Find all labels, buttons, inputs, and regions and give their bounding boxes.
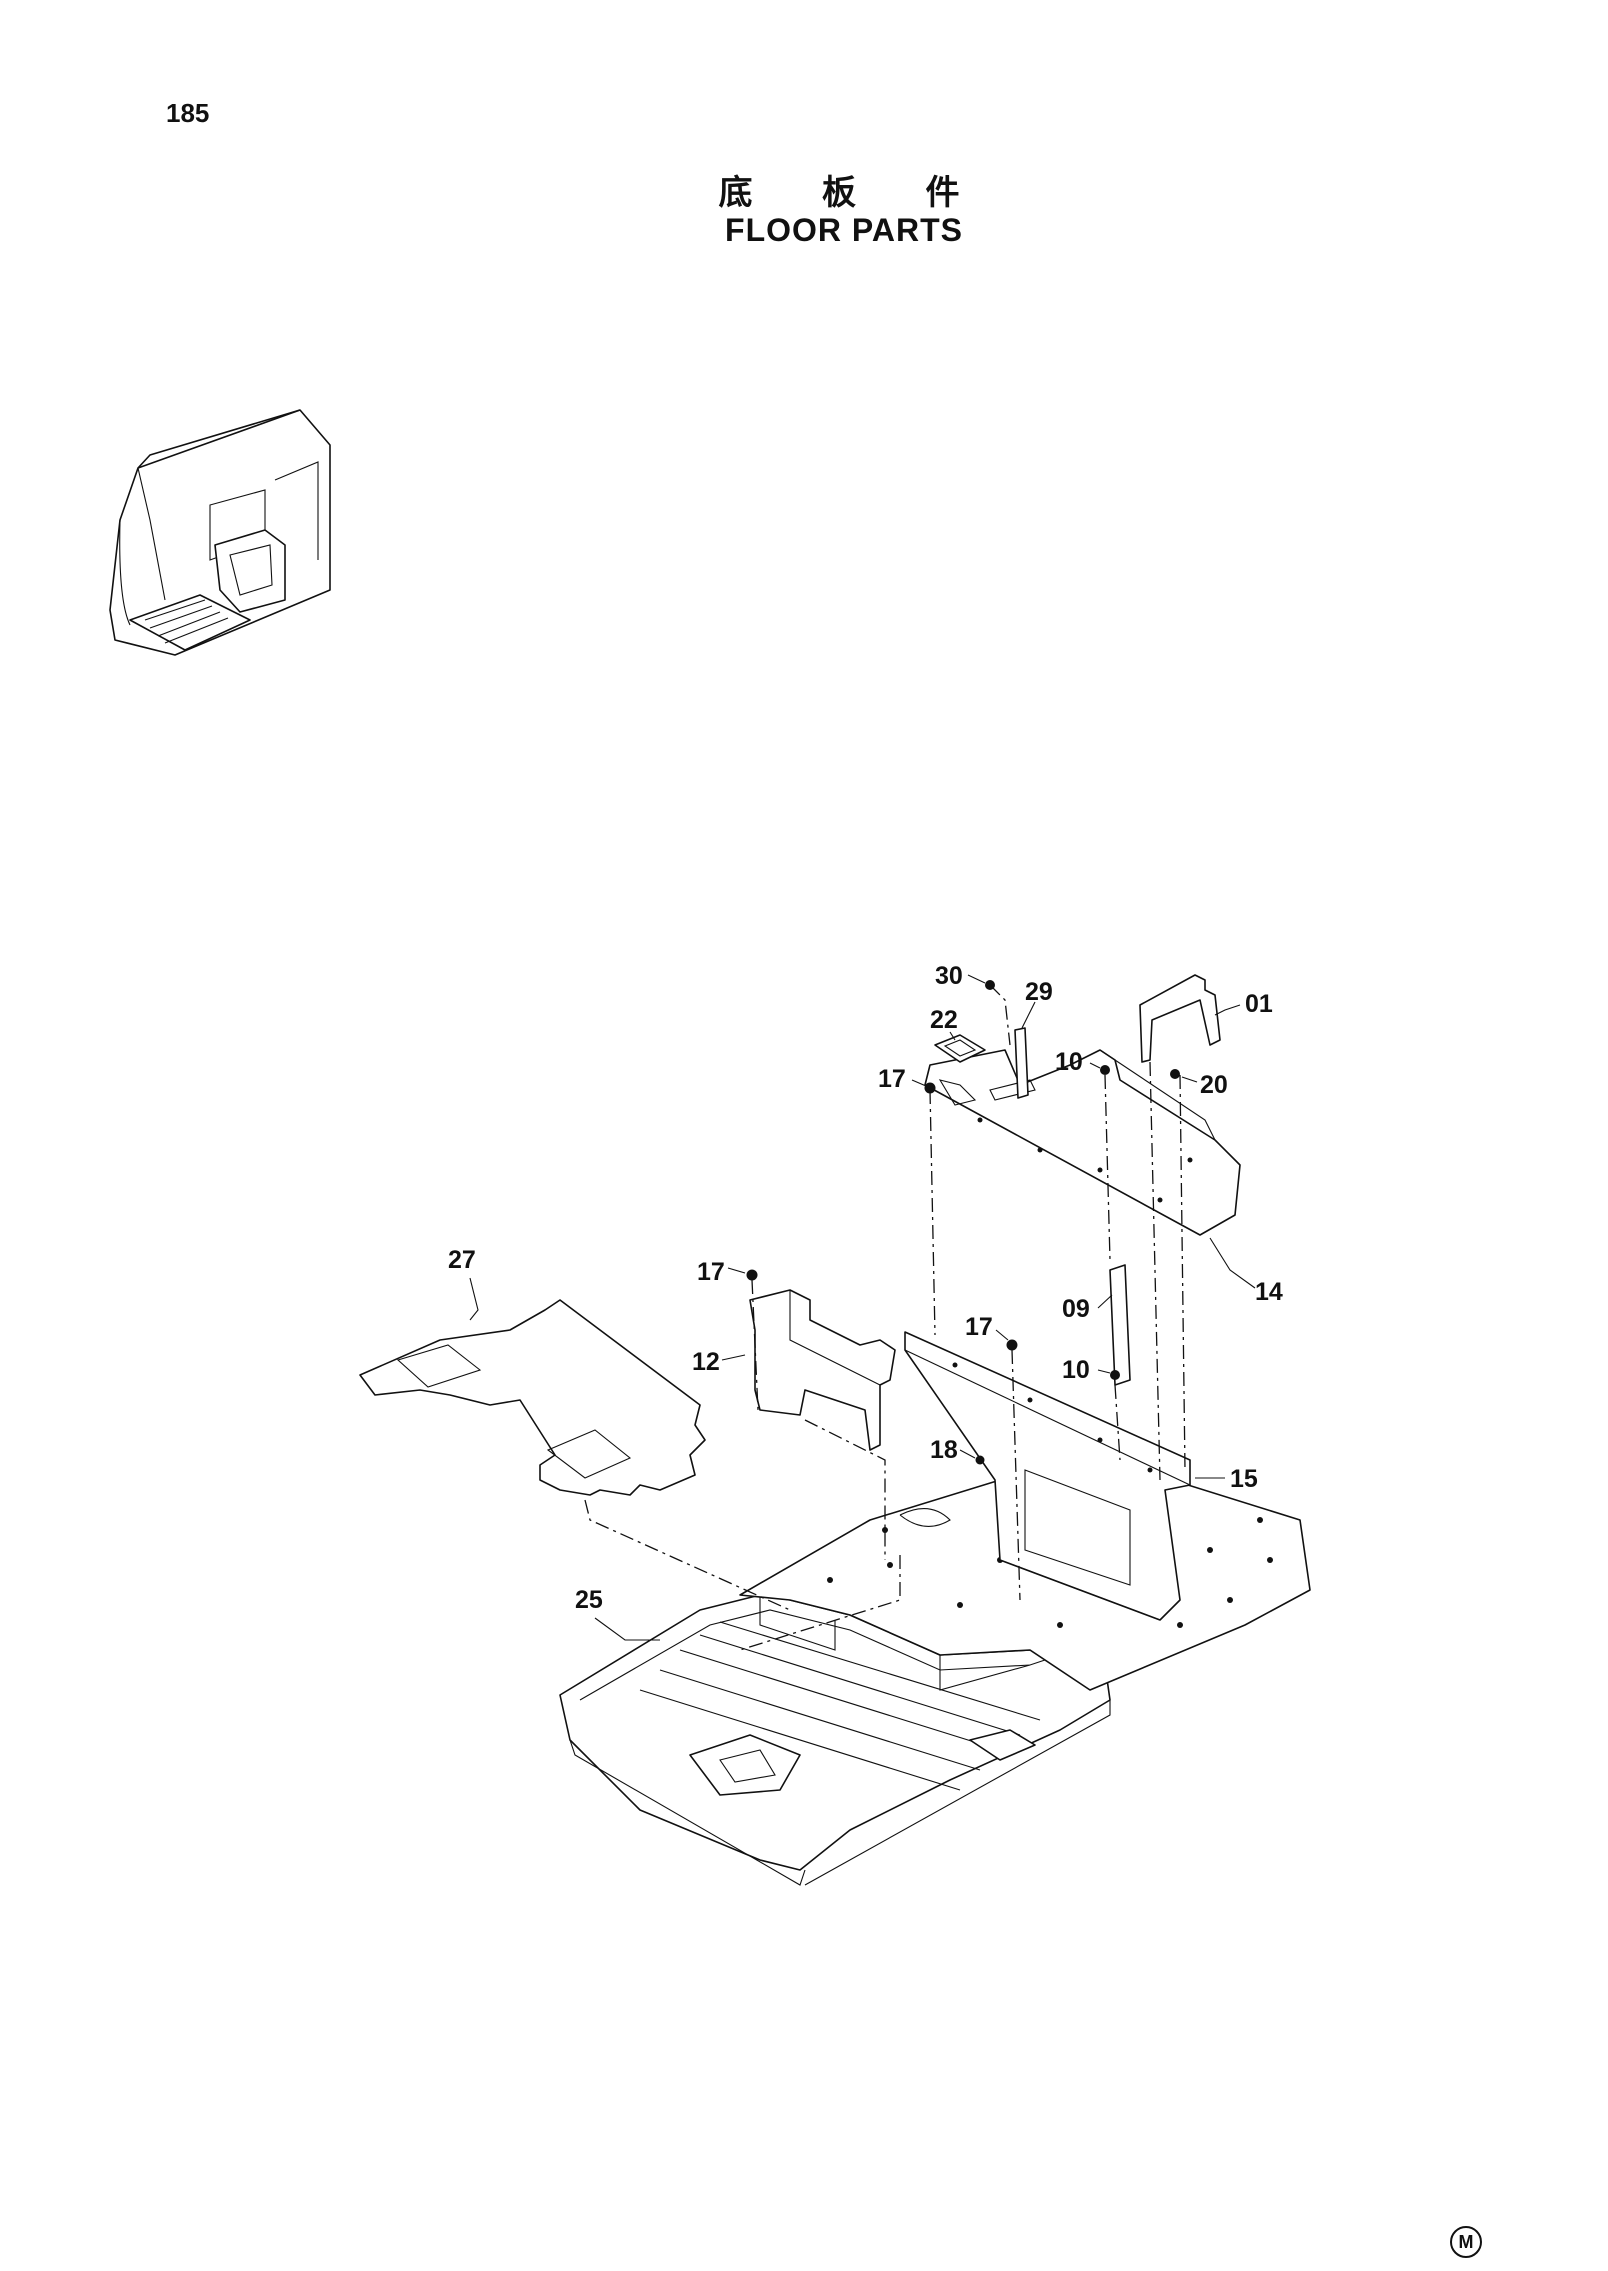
part-25-floor-pan <box>559 1594 1111 1886</box>
callout-15: 15 <box>1230 1465 1258 1493</box>
callout-12: 12 <box>692 1348 720 1376</box>
part-01-bracket <box>1139 974 1221 1063</box>
callout-27: 27 <box>448 1246 476 1274</box>
part-22-cover <box>934 1034 986 1063</box>
callout-10: 10 <box>1062 1356 1090 1384</box>
cab-thumbnail <box>109 409 331 656</box>
part-12-bracket <box>749 1289 896 1451</box>
callout-18: 18 <box>930 1436 958 1464</box>
callout-30: 30 <box>935 962 963 990</box>
part-15-seat-stand <box>904 1331 1191 1621</box>
callout-22: 22 <box>930 1006 958 1034</box>
leader-lines <box>469 974 1256 1641</box>
manufacturer-mark: M <box>1450 2226 1482 2258</box>
part-14-rear-panel <box>924 1049 1241 1236</box>
callout-labels: 30 29 01 22 10 20 17 27 17 14 09 17 12 1… <box>448 962 1283 1614</box>
callout-20: 20 <box>1200 1071 1228 1099</box>
page-title-chinese: 底 板 件 <box>718 174 990 212</box>
callout-17: 17 <box>697 1258 725 1286</box>
callout-17: 17 <box>878 1065 906 1093</box>
callout-17: 17 <box>965 1313 993 1341</box>
page-title-english: FLOOR PARTS <box>725 212 963 248</box>
callout-25: 25 <box>575 1586 603 1614</box>
page-number: 185 <box>166 98 210 128</box>
callout-09: 09 <box>1062 1295 1090 1323</box>
part-29-stay <box>1014 1027 1029 1099</box>
callout-01: 01 <box>1245 990 1273 1018</box>
callout-29: 29 <box>1025 978 1053 1006</box>
callout-10: 10 <box>1055 1048 1083 1076</box>
part-27-floor-mat <box>359 1299 706 1496</box>
assembly-lines <box>584 984 1186 1651</box>
part-09-stay <box>1109 1264 1131 1386</box>
callout-14: 14 <box>1255 1278 1283 1306</box>
